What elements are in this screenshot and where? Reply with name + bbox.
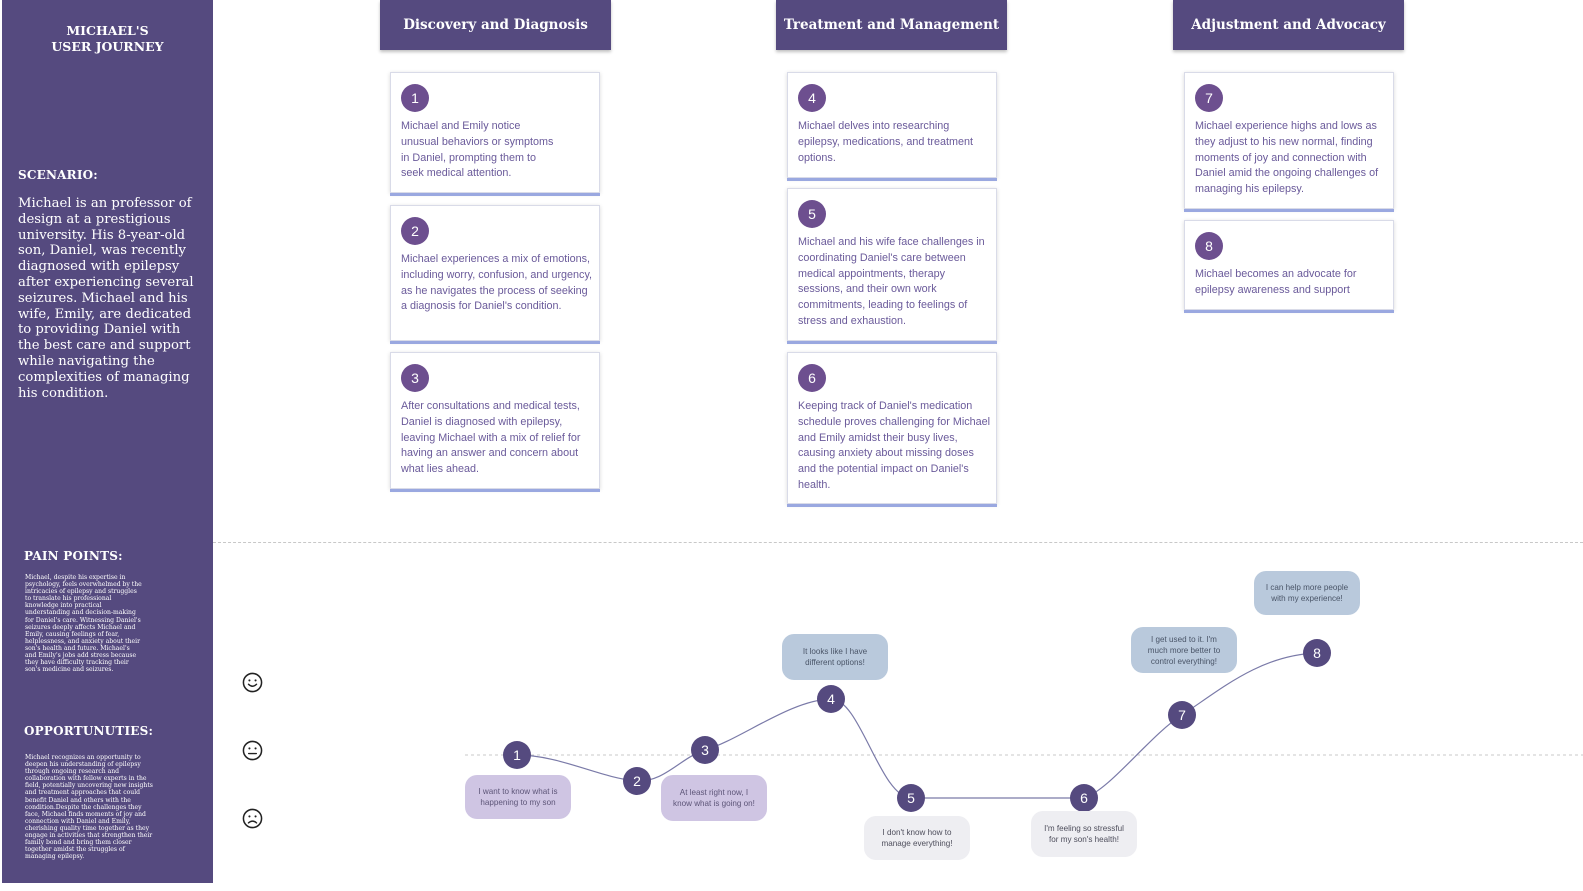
step-description: Michael and his wife face challenges in … [798,236,985,327]
step-number-badge: 7 [1195,84,1223,112]
quote-bubble-3: At least right now, I know what is going… [661,775,767,821]
step-number-badge: 6 [798,364,826,392]
curve-point-2: 2 [623,767,651,795]
step-card-2: 2 Michael experiences a mix of emotions,… [390,205,600,341]
step-number-badge: 4 [798,84,826,112]
step-description: Michael and Emily notice unusual behavio… [401,120,554,180]
quote-bubble-7: I get used to it. I'm much more better t… [1131,627,1237,673]
quote-bubble-6: I'm feeling so stressful for my son's he… [1031,811,1137,857]
neutral-face-icon [242,740,263,761]
curve-point-5: 5 [897,784,925,812]
journey-title-line2: USER JOURNEY [51,39,164,54]
curve-point-4: 4 [817,685,845,713]
opportunities-text: Michael recognizes an opportunity to dee… [25,754,153,861]
opportunities-heading: OPPORTUNUTIES: [24,724,154,738]
step-number-badge: 2 [401,217,429,245]
sad-face-icon [242,808,263,829]
step-description: Michael experiences a mix of emotions, i… [401,253,593,313]
journey-title-line1: MICHAEL'S [66,23,149,38]
quote-bubble-5: I don't know how to manage everything! [864,816,970,860]
step-description: Michael experience highs and lows as the… [1195,120,1379,196]
curve-point-3: 3 [691,736,719,764]
section-divider [213,542,1583,543]
curve-point-label: 8 [1313,645,1321,661]
curve-point-label: 4 [827,691,835,707]
happy-face-icon [242,672,263,693]
stage-header-treatment: Treatment and Management [776,0,1007,50]
curve-point-label: 3 [701,742,709,758]
sidebar: MICHAEL'S USER JOURNEY SCENARIO: Michael… [2,0,213,883]
curve-point-7: 7 [1168,701,1196,729]
pain-points-heading: PAIN POINTS: [24,549,123,563]
step-card-1: 1 Michael and Emily notice unusual behav… [390,72,600,193]
step-description: Keeping track of Daniel's medication sch… [798,400,991,491]
curve-point-label: 2 [633,773,641,789]
curve-point-label: 7 [1178,707,1186,723]
step-card-7: 7 Michael experience highs and lows as t… [1184,72,1394,209]
curve-point-1: 1 [503,741,531,769]
step-number-badge: 5 [798,200,826,228]
curve-point-8: 8 [1303,639,1331,667]
curve-point-label: 5 [907,790,915,806]
step-number-badge: 8 [1195,232,1223,260]
step-card-6: 6 Keeping track of Daniel's medication s… [787,352,997,504]
scenario-heading: SCENARIO: [18,168,98,182]
scenario-text: Michael is an professor of design at a p… [18,196,194,401]
step-number-badge: 3 [401,364,429,392]
step-card-5: 5 Michael and his wife face challenges i… [787,188,997,341]
curve-point-label: 1 [513,747,521,763]
quote-bubble-4: It looks like I have different options! [782,634,888,680]
step-card-3: 3 After consultations and medical tests,… [390,352,600,489]
journey-title: MICHAEL'S USER JOURNEY [2,23,213,55]
step-description: After consultations and medical tests, D… [401,400,581,476]
stage-header-discovery: Discovery and Diagnosis [380,0,611,50]
curve-point-6: 6 [1070,784,1098,812]
step-card-8: 8 Michael becomes an advocate for epilep… [1184,220,1394,310]
quote-bubble-8: I can help more people with my experienc… [1254,571,1360,615]
stage-header-adjustment: Adjustment and Advocacy [1173,0,1404,50]
pain-points-text: Michael, despite his expertise in psycho… [25,574,142,674]
quote-bubble-1: I want to know what is happening to my s… [465,775,571,819]
step-card-4: 4 Michael delves into researching epilep… [787,72,997,178]
step-number-badge: 1 [401,84,429,112]
curve-point-label: 6 [1080,790,1088,806]
step-description: Michael becomes an advocate for epilepsy… [1195,268,1357,296]
step-description: Michael delves into researching epilepsy… [798,120,974,164]
